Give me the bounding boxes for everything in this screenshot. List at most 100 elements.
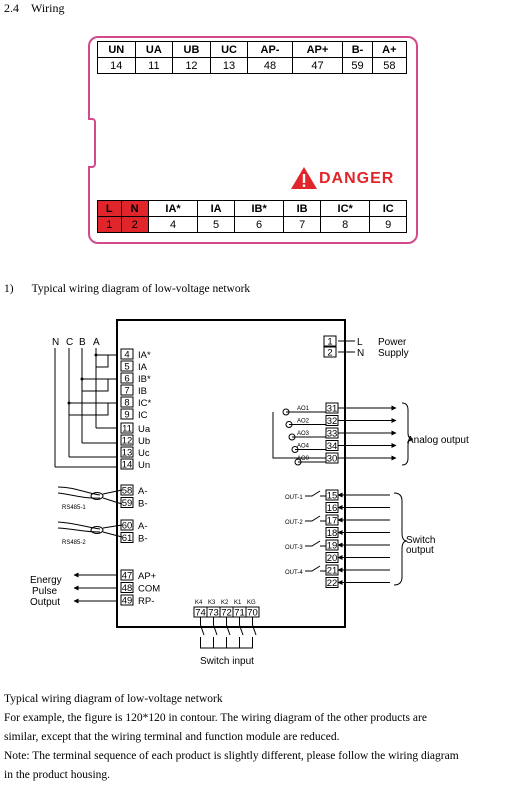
bottom-terminal-number-3: 5 — [197, 216, 235, 233]
terminal-12-number: 12 — [122, 436, 133, 447]
section-title: Wiring — [31, 1, 65, 15]
terminal-30-number: 30 — [327, 454, 338, 465]
terminal-59-box — [120, 497, 134, 508]
top-terminal-name-1: UA — [134, 41, 174, 58]
terminal-4-number: 4 — [124, 350, 129, 361]
terminal-48-number: 48 — [122, 583, 133, 594]
terminal-33-number: 33 — [327, 429, 338, 440]
terminal-14-box — [120, 458, 134, 470]
terminal-12-box — [120, 434, 134, 446]
terminal-15-number: 15 — [327, 491, 338, 502]
phase-label-c: C — [66, 337, 73, 348]
right-terminals: 12 — [323, 335, 337, 359]
power-label-2: Supply — [378, 348, 409, 359]
terminal-13-number: 13 — [122, 448, 133, 459]
top-terminal-name-5: AP+ — [291, 41, 344, 58]
terminal-13-box — [120, 446, 134, 458]
analog-output-label: Analog output — [407, 435, 469, 446]
switch-in-channel-1: K3 — [208, 600, 216, 606]
terminal-18-number: 18 — [327, 528, 338, 539]
terminal-5-number: 5 — [124, 362, 129, 373]
terminal-70-number: 70 — [247, 608, 258, 619]
analog-channel-0: AO1 — [297, 406, 310, 412]
energy-label-3: Output — [30, 597, 60, 608]
terminal-9-number: 9 — [124, 410, 129, 421]
switch-out-channel-1: OUT-2 — [285, 520, 303, 526]
terminal-49-label: RP- — [138, 596, 154, 607]
bottom-terminal-name-5: IB — [283, 200, 321, 217]
top-terminal-number-7: 58 — [371, 57, 408, 74]
terminal-9-label: IC — [138, 410, 148, 421]
terminal-7-box — [120, 384, 134, 396]
terminal-61-label: B- — [138, 534, 148, 545]
terminal-7-label: IB — [138, 386, 147, 397]
terminal-48-box — [120, 582, 134, 593]
warning-exclamation-dot — [302, 184, 306, 187]
top-terminal-number-4: 48 — [247, 57, 293, 74]
terminal-11-label: Ua — [138, 424, 151, 435]
phase-lines — [54, 348, 117, 468]
phase-label-n: N — [52, 337, 59, 348]
terminal-49-number: 49 — [122, 596, 133, 607]
terminal-14-label: Un — [138, 460, 150, 471]
terminal-5-box — [120, 360, 134, 372]
top-terminal-number-0: 14 — [97, 57, 136, 74]
top-terminal-number-3: 13 — [209, 57, 249, 74]
warning-exclamation-bar — [302, 174, 306, 183]
terminal-61-number: 61 — [122, 533, 133, 544]
warning-triangle-icon — [291, 167, 317, 189]
terminal-8-label: IC* — [138, 398, 152, 409]
rs485-cables — [57, 486, 123, 538]
energy-label-2: Pulse — [32, 586, 57, 597]
bottom-terminal-name-6: IC* — [319, 200, 371, 217]
bottom-terminal-name-3: IA — [197, 200, 235, 217]
bottom-terminal-number-1: 2 — [120, 216, 149, 233]
terminal-47-number: 47 — [122, 571, 133, 582]
terminal-73-number: 73 — [208, 608, 219, 619]
terminal-4-box — [120, 348, 134, 360]
bottom-terminal-number-7: 9 — [369, 216, 407, 233]
top-terminal-number-1: 11 — [134, 57, 174, 74]
terminal-34-number: 34 — [327, 441, 338, 452]
terminal-power-1-box — [323, 335, 337, 347]
caption-line-5: in the product housing. — [4, 769, 111, 781]
top-terminal-name-2: UB — [172, 41, 211, 58]
bottom-terminal-number-2: 4 — [147, 216, 199, 233]
power-l-label: L — [357, 337, 363, 348]
terminal-12-label: Ub — [138, 436, 150, 447]
terminal-6-box — [120, 372, 134, 384]
terminal-61-box — [120, 532, 134, 543]
switch-output-label-2: output — [406, 545, 434, 556]
switch-out-channel-0: OUT-1 — [285, 495, 303, 501]
bottom-terminal-number-5: 7 — [283, 216, 321, 233]
switch-in-channel-0: K4 — [195, 600, 203, 606]
top-terminal-name-4: AP- — [247, 41, 293, 58]
terminal-11-box — [120, 422, 134, 434]
terminal-72-number: 72 — [221, 608, 232, 619]
switch-out-channel-2: OUT-3 — [285, 545, 303, 551]
analog-channel-4: AO0 — [297, 456, 310, 462]
switch-in-channel-4: KG — [247, 600, 256, 606]
bottom-terminal-number-6: 8 — [319, 216, 371, 233]
top-terminal-name-6: B- — [342, 41, 373, 58]
terminal-17-number: 17 — [327, 516, 338, 527]
terminal-20-number: 20 — [327, 553, 338, 564]
terminal-power-1-number: 1 — [327, 337, 332, 348]
phase-label-a: A — [93, 337, 100, 348]
subsection-title: Typical wiring diagram of low-voltage ne… — [31, 283, 251, 295]
caption-line-3: similar, except that the wiring terminal… — [4, 731, 340, 743]
analog-channel-1: AO2 — [297, 419, 310, 425]
terminal-58-number: 58 — [122, 486, 133, 497]
caption-line-2: For example, the figure is 120*120 in co… — [4, 712, 427, 724]
bottom-terminal-name-0: L — [97, 200, 122, 217]
section-number: 2.4 — [4, 1, 19, 15]
analog-channel-2: AO3 — [297, 431, 310, 437]
top-terminal-number-2: 12 — [172, 57, 211, 74]
terminal-22-number: 22 — [327, 578, 338, 589]
terminal-9-box — [120, 408, 134, 420]
terminal-14-number: 14 — [122, 460, 133, 471]
